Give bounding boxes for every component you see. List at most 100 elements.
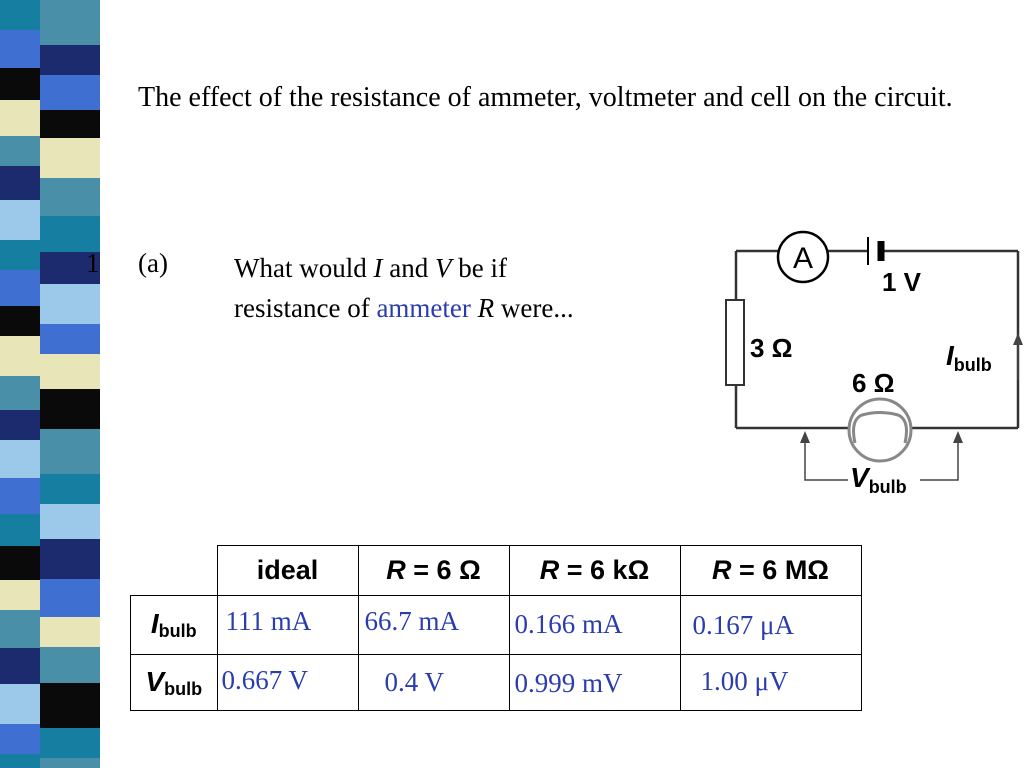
cell-value: 0.667 V: [221, 665, 309, 695]
strip-gap: [100, 0, 118, 768]
cell-i-6-mohm: 0.167 μA: [679, 595, 862, 655]
strip-block: [0, 610, 40, 648]
cell-symbol: [867, 237, 885, 265]
row-label-main: I: [150, 608, 159, 639]
cell-v-ideal: 0.667 V: [216, 654, 359, 711]
cell-value: 66.7 mA: [364, 606, 460, 636]
voltage-label: Vbulb: [850, 462, 907, 497]
row-label-v-bulb: Vbulb: [130, 654, 218, 711]
strip-block: [0, 100, 40, 136]
var-i: I: [373, 253, 383, 283]
resistor-label: 3 Ω: [750, 333, 793, 363]
cell-value: 1.00 μV: [700, 666, 789, 696]
header-var: R: [539, 555, 560, 585]
strip-block: [38, 0, 100, 45]
cell-i-6-ohm: 66.7 mA: [357, 595, 510, 655]
strip-block: [38, 216, 100, 252]
table-header-row: ideal R = 6 Ω R = 6 kΩ R = 6 MΩ: [130, 545, 862, 596]
strip-block: [0, 580, 40, 610]
header-value: = 6 kΩ: [559, 555, 650, 585]
question-number: 1: [86, 248, 100, 278]
strip-block: [38, 728, 100, 758]
strip-block: [0, 376, 40, 410]
strip-block: [38, 284, 100, 324]
header-ideal-text: ideal: [256, 555, 319, 585]
ammeter-letter: A: [793, 242, 813, 275]
cell-i-6-kohm: 0.166 mA: [508, 595, 681, 655]
cell-v-6-mohm: 1.00 μV: [679, 654, 862, 711]
strip-block: [0, 240, 40, 270]
current-label: Ibulb: [946, 340, 992, 375]
cell-v-6-ohm: 0.4 V: [357, 654, 510, 711]
strip-block: [0, 200, 40, 240]
cell-value: 0.166 mA: [514, 609, 623, 639]
header-var: R: [712, 555, 732, 585]
ammeter-symbol: [776, 230, 830, 284]
voltage-label-main: V: [850, 462, 871, 493]
question-text-3: be if resistance of: [234, 253, 507, 323]
var-v: V: [434, 253, 452, 283]
strip-block: [0, 0, 40, 30]
header-r-6-mohm: R = 6 MΩ: [679, 545, 862, 596]
ammeter-word: ammeter: [376, 293, 471, 323]
current-label-sub: bulb: [954, 355, 992, 375]
strip-block: [0, 478, 40, 514]
header-var: R: [386, 555, 406, 585]
voltage-label-sub: bulb: [869, 477, 907, 497]
strip-block: [38, 178, 100, 216]
cell-i-ideal: 111 mA: [216, 595, 359, 655]
strip-block: [38, 647, 100, 683]
strip-block: [0, 336, 40, 376]
strip-block: [38, 539, 100, 579]
header-ideal: ideal: [216, 545, 359, 596]
strip-block: [0, 648, 40, 684]
cell-value: 111 mA: [225, 606, 312, 636]
row-label-main: V: [145, 665, 165, 697]
current-label-main: I: [946, 340, 955, 371]
question-text: What would I and V be if resistance of a…: [234, 248, 614, 328]
cell-v-6-kohm: 0.999 mV: [508, 654, 681, 711]
bulb-symbol: [847, 397, 913, 463]
strip-block: [38, 75, 100, 110]
resistor-symbol: [725, 299, 745, 386]
header-r-6-ohm: R = 6 Ω: [357, 545, 510, 596]
voltage-arrow-right: [953, 431, 963, 443]
header-value: = 6 MΩ: [731, 555, 829, 585]
strip-block: [0, 30, 40, 68]
strip-block: [38, 138, 100, 178]
strip-block: [0, 306, 40, 336]
question-text-1: What would: [234, 253, 374, 283]
header-r-6-kohm: R = 6 kΩ: [508, 545, 681, 596]
table-corner-cell: [130, 545, 218, 596]
slide-title: The effect of the resistance of ammeter,…: [138, 82, 953, 113]
current-arrow: [1013, 333, 1023, 345]
strip-block: [38, 252, 100, 284]
row-label-sub: bulb: [164, 678, 203, 699]
strip-block: [38, 354, 100, 389]
strip-block: [38, 45, 100, 75]
strip-block: [0, 754, 40, 768]
table-row: Vbulb 0.667 V 0.4 V 0.999 mV 1.00 μV: [130, 654, 862, 711]
strip-block: [38, 504, 100, 539]
table-row: Ibulb 111 mA 66.7 mA 0.166 mA 0.167 μA: [130, 595, 862, 655]
strip-block: [0, 546, 40, 580]
decorative-strip: [0, 0, 118, 768]
cell-voltage-label: 1 V: [882, 267, 922, 297]
strip-block: [0, 68, 40, 100]
cell-value: 0.167 μA: [692, 610, 794, 640]
strip-block: [38, 324, 100, 354]
results-table: ideal R = 6 Ω R = 6 kΩ R = 6 MΩ Ibulb 11…: [130, 545, 862, 711]
bulb-resistance-label: 6 Ω: [852, 368, 895, 398]
strip-block: [0, 440, 40, 478]
strip-block: [38, 579, 100, 617]
voltage-arrow-left: [800, 431, 810, 443]
strip-block: [0, 166, 40, 200]
strip-block: [0, 724, 40, 754]
cell-value: 0.999 mV: [514, 668, 623, 698]
question-text-4: were...: [494, 293, 574, 323]
strip-block: [38, 758, 100, 768]
strip-block: [38, 389, 100, 429]
cell-value: 0.4 V: [384, 667, 445, 697]
strip-block: [0, 270, 40, 306]
question-part: (a): [138, 248, 168, 278]
